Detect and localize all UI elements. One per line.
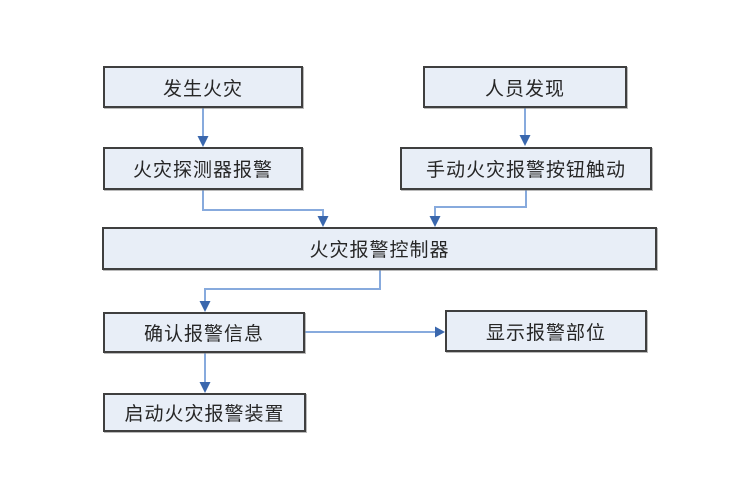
edge-confirm-info-to-activate-device [199,353,211,393]
node-fire-occurs: 发生火灾 [103,66,303,108]
edge-detector-alarm-to-controller [202,190,329,227]
edge-confirm-info-to-display-location [305,326,445,338]
node-display-location: 显示报警部位 [445,310,647,352]
node-activate-device: 启动火灾报警装置 [103,393,306,432]
node-detector-alarm: 火灾探测器报警 [103,147,303,190]
node-manual-button-label: 手动火灾报警按钮触动 [425,159,626,181]
node-alarm-controller: 火灾报警控制器 [102,227,657,270]
node-personnel-discovers: 人员发现 [423,66,627,108]
node-detector-alarm-label: 火灾探测器报警 [132,159,273,181]
node-manual-button: 手动火灾报警按钮触动 [400,147,652,190]
node-alarm-controller-label: 火灾报警控制器 [309,239,450,261]
edge-fire-occurs-to-detector-alarm [197,108,209,147]
node-fire-occurs-label: 发生火灾 [162,77,243,100]
edge-manual-button-to-controller [429,190,527,227]
edge-controller-to-confirm-info [199,270,381,312]
edge-personnel-to-manual-button [519,108,531,146]
node-confirm-info: 确认报警信息 [103,312,305,353]
node-confirm-info-label: 确认报警信息 [143,323,264,345]
node-personnel-discovers-label: 人员发现 [484,77,565,100]
node-activate-device-label: 启动火灾报警装置 [124,403,285,425]
node-display-location-label: 显示报警部位 [485,321,606,344]
